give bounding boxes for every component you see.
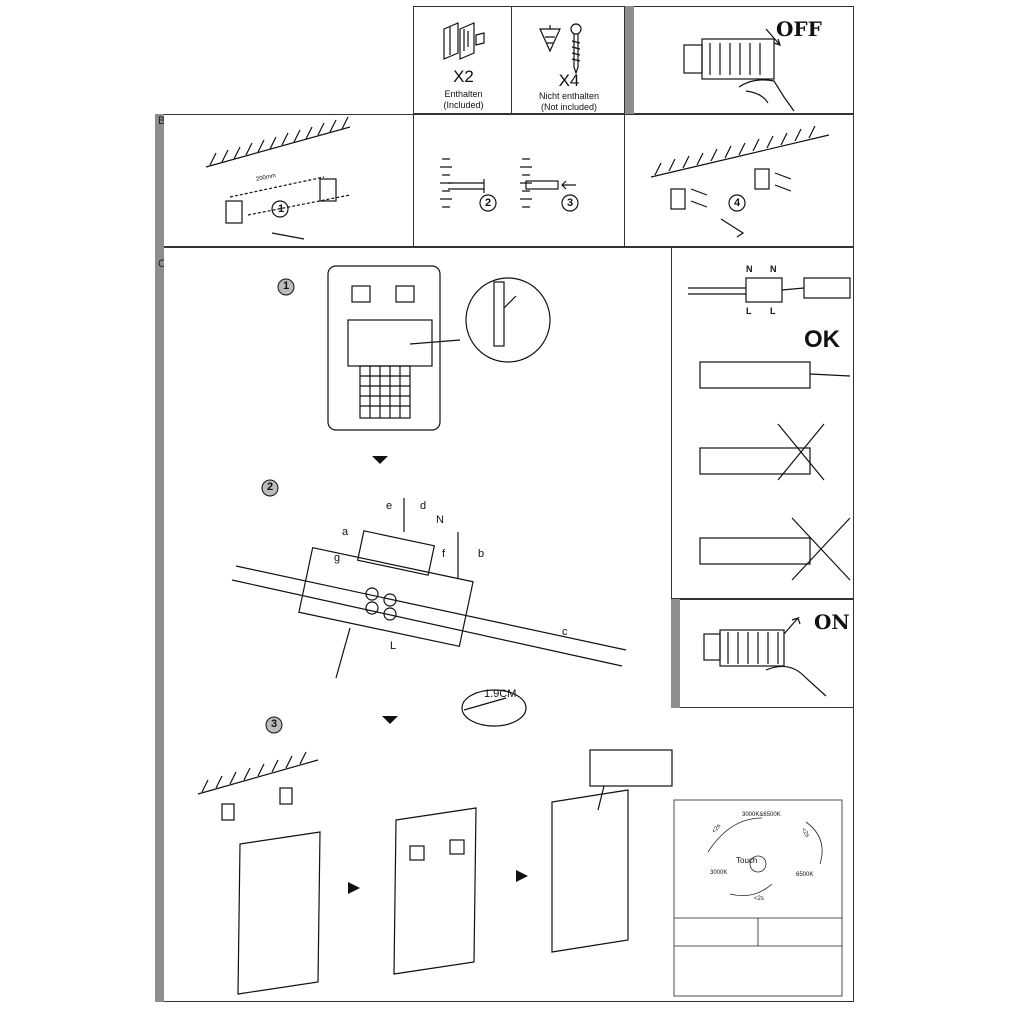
section-c-letter: C — [158, 258, 166, 270]
section-b-letter: B — [158, 115, 166, 127]
bracket-included: Enthalten — [444, 89, 483, 99]
section-b-panel-1: 200mm 1 — [164, 114, 414, 247]
section-b-bar — [155, 114, 164, 247]
terminal-l2-label: L — [770, 306, 776, 316]
wiring-letter-b: b — [478, 548, 485, 560]
neutral-label: N — [436, 514, 444, 526]
section-b-panel-3: 4 — [624, 114, 854, 247]
section-d-panel: D ON — [680, 599, 854, 708]
on-label: ON — [814, 610, 850, 634]
section-c-bar — [155, 247, 164, 1002]
touch-top-label: 3000K&6500K — [742, 812, 781, 818]
touch-center-label: Touch — [736, 856, 758, 865]
terminal-connection-illustration — [688, 277, 851, 581]
ok-label: OK — [804, 326, 840, 353]
touch-right-label: 6500K — [796, 872, 814, 878]
wall-mounting-illustration — [205, 116, 351, 240]
step-c1-number: 1 — [282, 280, 290, 292]
power-off-hand-illustration — [683, 28, 795, 112]
step-b1-number: 1 — [277, 203, 285, 215]
drill-and-anchor-illustration — [440, 158, 579, 212]
screws-not-included: Nicht enthalten — [538, 91, 600, 101]
parts-bracket-panel: X2 Enthalten (Included) — [413, 6, 512, 114]
step-b3-number: 3 — [566, 197, 574, 209]
bracket-included-en: (Included) — [443, 100, 484, 110]
terminal-n1-label: N — [746, 264, 753, 274]
terminal-l1-label: L — [746, 306, 752, 316]
touch-arrow-bottom-label: <2s — [754, 896, 764, 902]
bracket-icon — [443, 22, 485, 60]
screw-bracket-illustration — [650, 125, 830, 238]
power-on-hand-illustration — [703, 616, 827, 697]
step-c3-number: 3 — [270, 718, 278, 730]
screws-not-included-en: (Not included) — [540, 102, 598, 112]
wiring-letter-c: c — [562, 626, 568, 638]
screws-qty: X4 — [558, 71, 580, 90]
section-d-bar — [671, 599, 680, 708]
wiring-letter-g: g — [334, 552, 341, 564]
step-c2-number: 2 — [266, 481, 274, 493]
parts-screws-panel: X4 Nicht enthalten (Not included) — [511, 6, 625, 114]
section-b-panel-2: 2 3 — [413, 114, 625, 247]
bracket-qty: X2 — [453, 67, 474, 86]
screw-anchor-icon — [539, 23, 582, 75]
live-label: L — [390, 640, 397, 652]
wiring-letter-a: a — [342, 526, 349, 538]
touch-left-label: 3000K — [710, 870, 728, 876]
step-b4-number: 4 — [733, 197, 741, 209]
terminal-check-panel: N N L L OK — [671, 247, 854, 599]
wiring-letter-e: e — [386, 500, 393, 512]
strip-length-label: 1.9CM — [484, 688, 517, 700]
section-a-panel: A OFF — [634, 6, 854, 114]
mirror-back-wiring-illustration — [197, 265, 843, 997]
section-a-bar — [625, 6, 634, 114]
off-label: OFF — [776, 17, 822, 41]
wiring-letter-d: d — [420, 500, 427, 512]
wiring-letter-f: f — [442, 548, 446, 560]
step-b2-number: 2 — [484, 197, 492, 209]
terminal-n2-label: N — [770, 264, 777, 274]
